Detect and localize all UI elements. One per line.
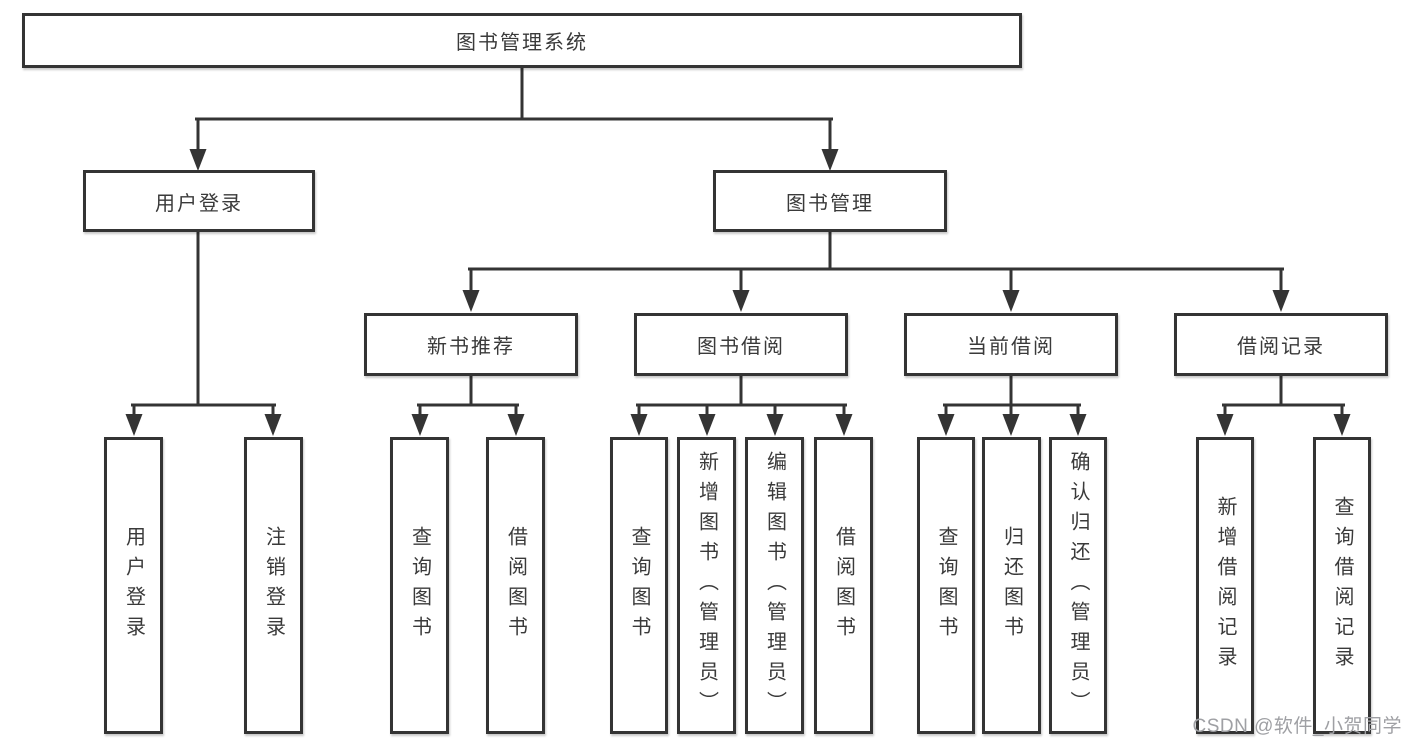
arrow-down-icon (411, 414, 429, 436)
leaf-add-book-admin: 新增图书（管理员） (677, 437, 736, 734)
connector-current-borrow-fork (943, 374, 1081, 420)
leaf-user-login-label: 用户登录 (122, 525, 145, 646)
watermark: CSDN @软件_小贺同学 (1192, 716, 1402, 737)
node-book-borrow: 图书借阅 (634, 313, 848, 376)
connector-user-login-fork (131, 230, 276, 420)
leaf-edit-book-admin-label: 编辑图书（管理员） (763, 450, 786, 721)
leaf-add-book-admin-label: 新增图书（管理员） (695, 450, 718, 721)
leaf-confirm-return-admin: 确认归还（管理员） (1049, 437, 1107, 734)
arrow-down-icon (732, 290, 750, 312)
leaf-user-login: 用户登录 (104, 437, 163, 734)
arrow-down-icon (462, 290, 480, 312)
node-new-book-recommend: 新书推荐 (364, 313, 578, 376)
leaf-borrow-book-2-label: 借阅图书 (832, 525, 855, 646)
leaf-return-book: 归还图书 (982, 437, 1041, 734)
leaf-query-borrow-record: 查询借阅记录 (1313, 437, 1371, 734)
arrow-down-icon (630, 414, 648, 436)
arrow-down-icon (1069, 414, 1087, 436)
connector-borrow-records-fork (1222, 374, 1345, 420)
leaf-query-book-2-label: 查询图书 (628, 525, 650, 646)
arrow-down-icon (698, 414, 716, 436)
arrow-down-icon (1216, 414, 1234, 436)
leaf-edit-book-admin: 编辑图书（管理员） (745, 437, 804, 734)
leaf-add-borrow-record: 新增借阅记录 (1196, 437, 1254, 734)
leaf-borrow-book-1-label: 借阅图书 (504, 525, 527, 646)
leaf-logout-label: 注销登录 (262, 525, 285, 646)
node-current-borrow: 当前借阅 (904, 313, 1118, 376)
arrow-down-icon (125, 414, 143, 436)
leaf-query-book-3-label: 查询图书 (935, 525, 957, 646)
connector-book-borrow-fork (636, 374, 847, 420)
leaf-return-book-label: 归还图书 (1000, 525, 1023, 646)
arrow-down-icon (1333, 414, 1351, 436)
leaf-query-book-2: 查询图书 (610, 437, 668, 734)
leaf-logout: 注销登录 (244, 437, 303, 734)
arrow-down-icon (1002, 290, 1020, 312)
node-user-login: 用户登录 (83, 170, 315, 232)
leaf-query-book-1: 查询图书 (390, 437, 449, 734)
leaf-query-book-1-label: 查询图书 (408, 525, 431, 646)
arrow-down-icon (766, 414, 784, 436)
leaf-borrow-book-2: 借阅图书 (814, 437, 873, 734)
leaf-confirm-return-admin-label: 确认归还（管理员） (1067, 450, 1089, 721)
connector-root-fork (195, 66, 833, 154)
leaf-query-borrow-record-label: 查询借阅记录 (1331, 495, 1353, 676)
arrow-down-icon (937, 414, 955, 436)
arrow-down-icon (821, 149, 839, 171)
arrow-down-icon (264, 414, 282, 436)
connector-book-management-fork (468, 230, 1284, 296)
connector-new-book-fork (417, 374, 519, 420)
arrow-down-icon (507, 414, 525, 436)
node-book-management: 图书管理 (713, 170, 947, 232)
arrow-down-icon (189, 149, 207, 171)
leaf-query-book-3: 查询图书 (917, 437, 975, 734)
node-root: 图书管理系统 (22, 13, 1022, 68)
node-borrow-records: 借阅记录 (1174, 313, 1388, 376)
arrow-down-icon (835, 414, 853, 436)
arrow-down-icon (1002, 414, 1020, 436)
leaf-add-borrow-record-label: 新增借阅记录 (1214, 495, 1236, 676)
leaf-borrow-book-1: 借阅图书 (486, 437, 545, 734)
arrow-down-icon (1272, 290, 1290, 312)
